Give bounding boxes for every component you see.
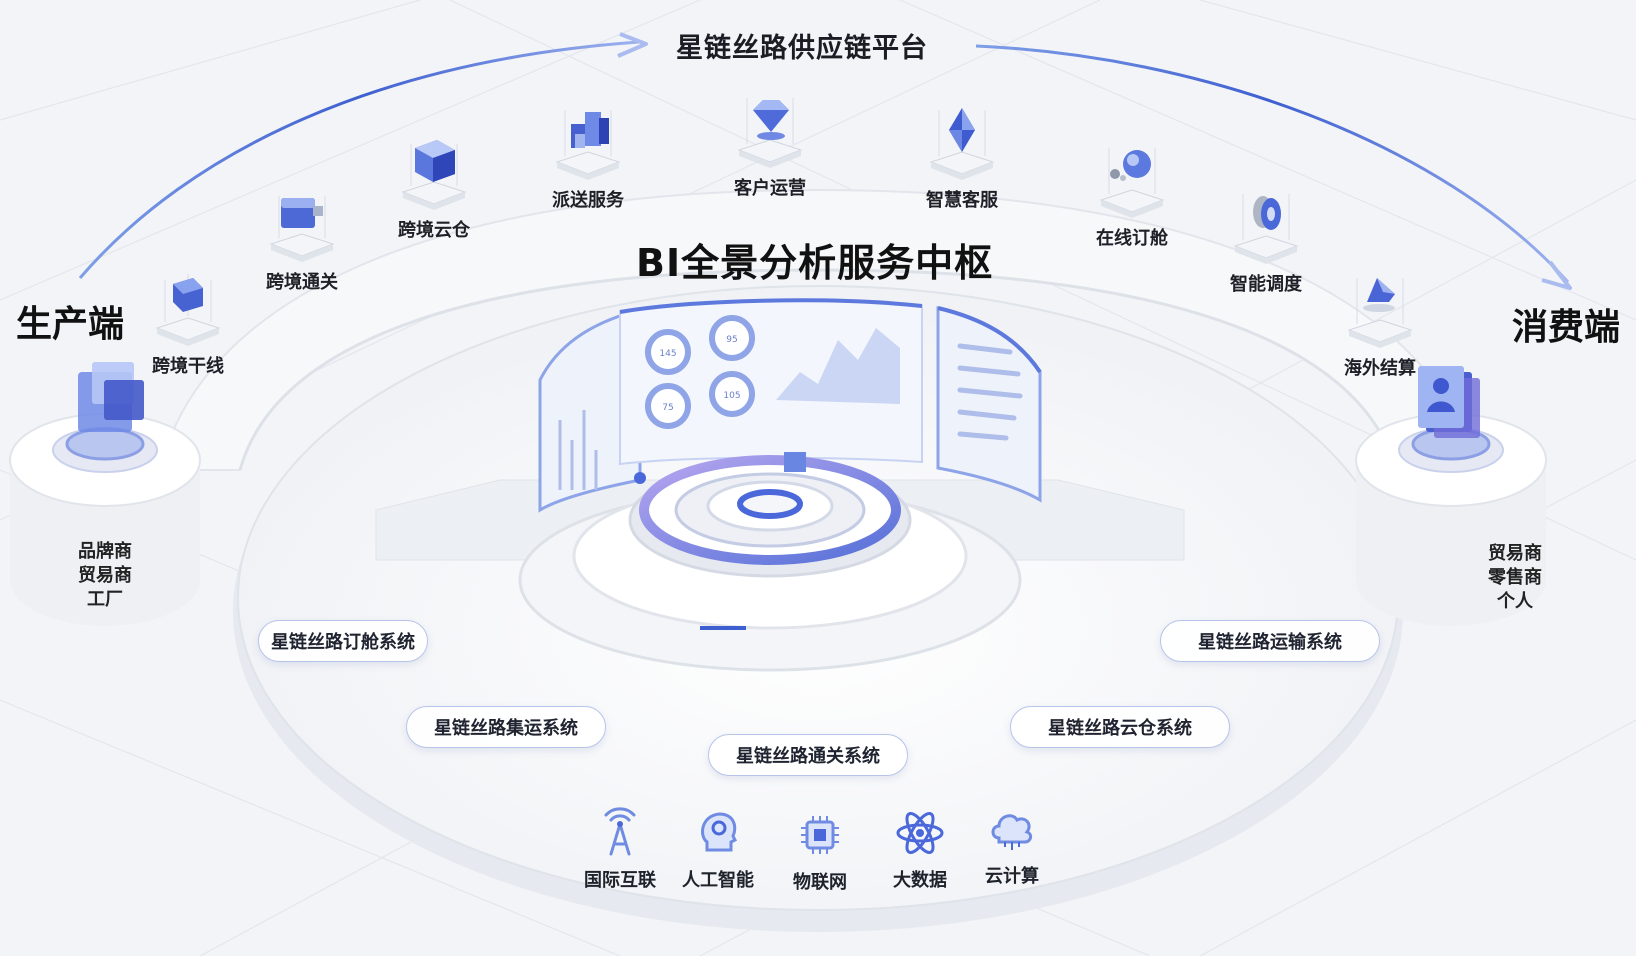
service-overseas-settlement[interactable]: 海外结算	[1300, 272, 1460, 380]
tech-ai: 人工智能	[668, 806, 768, 892]
sphere-icon	[1095, 142, 1169, 220]
consumer-party: 贸易商	[1488, 543, 1542, 564]
tech-big-data: 大数据	[870, 806, 970, 892]
service-label: 跨境云仓	[398, 220, 470, 241]
atom-icon	[896, 812, 944, 854]
chip-icon	[801, 816, 839, 854]
gauge-labels: 145 95 75 105	[659, 335, 740, 413]
producer-party: 贸易商	[78, 565, 132, 586]
flow-arc	[78, 40, 641, 279]
service-label: 智慧客服	[926, 190, 998, 211]
cube-icon	[151, 270, 225, 348]
service-label: 海外结算	[1344, 358, 1416, 379]
service-cross-border-customs[interactable]: 跨境通关	[222, 186, 382, 294]
antenna-icon	[604, 807, 636, 856]
tech-label: 国际互联	[584, 870, 656, 891]
hub-title: BI全景分析服务中枢	[636, 241, 994, 285]
producer-party: 工厂	[87, 589, 123, 610]
tech-label: 物联网	[793, 872, 847, 893]
system-booking[interactable]: 星链丝路订舱系统	[258, 620, 428, 662]
tech-label: 人工智能	[682, 870, 754, 891]
tech-label: 云计算	[985, 866, 1039, 887]
tech-cloud-computing: 云计算	[962, 802, 1062, 888]
service-delivery[interactable]: 派送服务	[508, 104, 668, 212]
diamond-icon	[733, 92, 807, 170]
shard-icon	[1343, 272, 1417, 350]
consumer-parties: 贸易商 零售商 个人	[1455, 542, 1575, 614]
consumer-party: 个人	[1497, 591, 1533, 612]
cube-icon	[265, 186, 339, 264]
cloud-icon	[991, 814, 1033, 850]
system-cloud-warehouse[interactable]: 星链丝路云仓系统	[1010, 706, 1230, 748]
platform-title: 星链丝路供应链平台	[676, 33, 928, 64]
rotating-disc-icon	[1229, 188, 1303, 266]
service-label: 智能调度	[1230, 274, 1302, 295]
central-hub	[375, 298, 1185, 672]
gauge-value: 75	[662, 403, 673, 413]
service-label: 客户运营	[734, 178, 806, 199]
tech-international-connectivity: 国际互联	[570, 806, 670, 892]
producer-parties: 品牌商 贸易商 工厂	[45, 540, 165, 612]
consumer-party: 零售商	[1488, 567, 1542, 588]
service-cross-border-warehouse[interactable]: 跨境云仓	[354, 134, 514, 242]
service-label: 派送服务	[552, 190, 624, 211]
system-consolidation[interactable]: 星链丝路集运系统	[406, 706, 606, 748]
building-blocks-icon	[551, 104, 625, 182]
service-customer-operations[interactable]: 客户运营	[690, 92, 850, 200]
ai-head-icon	[701, 812, 738, 852]
gauge-value: 105	[723, 391, 740, 401]
producer-pillar	[9, 362, 201, 626]
gauge-value: 145	[659, 349, 676, 359]
service-smart-support[interactable]: 智慧客服	[882, 104, 1042, 212]
consumer-pillar	[1355, 366, 1547, 626]
cube-icon	[397, 134, 471, 212]
service-label: 在线订舱	[1096, 228, 1168, 249]
crystal-icon	[925, 104, 999, 182]
service-smart-dispatch[interactable]: 智能调度	[1186, 188, 1346, 296]
service-cross-border-trunk[interactable]: 跨境干线	[108, 270, 268, 378]
gauge-value: 95	[726, 335, 737, 345]
tech-label: 大数据	[893, 870, 947, 891]
producer-title: 生产端	[16, 304, 125, 345]
service-label: 跨境通关	[266, 272, 338, 293]
system-transport[interactable]: 星链丝路运输系统	[1160, 620, 1380, 662]
system-customs[interactable]: 星链丝路通关系统	[708, 734, 908, 776]
service-online-booking[interactable]: 在线订舱	[1052, 142, 1212, 250]
service-label: 跨境干线	[152, 356, 224, 377]
tech-iot: 物联网	[770, 808, 870, 894]
producer-party: 品牌商	[78, 541, 132, 562]
dashboard-gauges	[645, 315, 755, 429]
consumer-title: 消费端	[1512, 307, 1621, 348]
